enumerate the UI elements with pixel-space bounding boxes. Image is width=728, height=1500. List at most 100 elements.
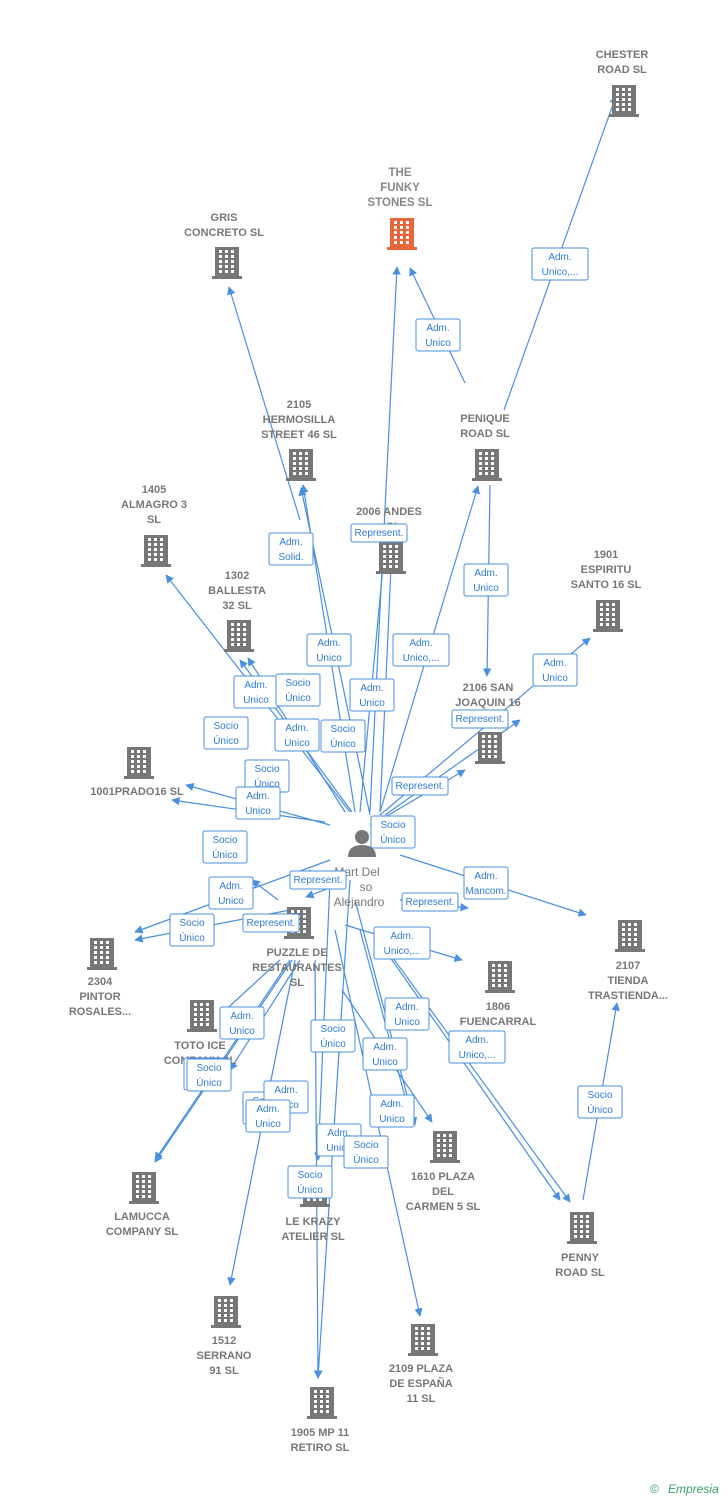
company-label[interactable]: RETIRO SL	[291, 1442, 350, 1454]
relation-label-box[interactable]: Adm.Solid.	[268, 532, 314, 566]
company-label[interactable]: 1806	[486, 1001, 510, 1013]
company-label[interactable]: 11 SL	[407, 1393, 436, 1405]
company-label[interactable]: BALLESTA	[208, 585, 266, 597]
relation-label-box[interactable]: Adm.Unico	[219, 1006, 265, 1040]
relation-label-box[interactable]: Adm.Unico	[415, 318, 461, 352]
relation-label-box[interactable]: Adm.Unico	[245, 1099, 291, 1133]
company-label[interactable]: FUNKY	[380, 182, 420, 194]
company-label[interactable]: TRASTIENDA...	[588, 990, 668, 1002]
company-label[interactable]: 2105	[287, 399, 311, 411]
company-label[interactable]: GRIS	[211, 212, 238, 224]
building-icon[interactable]	[224, 620, 254, 652]
relation-label-box[interactable]: Represent.	[242, 913, 300, 933]
person-label[interactable]: Alejandro	[334, 895, 385, 909]
company-label[interactable]: HERMOSILLA	[263, 414, 336, 426]
building-icon[interactable]	[567, 1212, 597, 1244]
company-label[interactable]: JOAQUIN 16	[455, 697, 520, 709]
relation-label-box[interactable]: Represent.	[289, 870, 347, 890]
person-icon[interactable]	[348, 830, 376, 857]
company-label[interactable]: ROAD SL	[555, 1267, 605, 1279]
building-icon[interactable]	[593, 600, 623, 632]
person-label[interactable]: so	[360, 880, 373, 894]
company-label[interactable]: PUZZLE DE	[266, 947, 327, 959]
building-icon[interactable]	[387, 218, 417, 250]
company-label[interactable]: SL	[290, 977, 304, 989]
building-icon[interactable]	[472, 449, 502, 481]
company-label[interactable]: STONES SL	[368, 197, 433, 209]
company-label[interactable]: 2006 ANDES	[356, 506, 422, 518]
company-label[interactable]: COMPANY SL	[106, 1226, 179, 1238]
company-label[interactable]: 2304	[88, 976, 113, 988]
relation-label-box[interactable]: Adm.Unico	[235, 786, 281, 820]
building-icon[interactable]	[485, 961, 515, 993]
relation-label-box[interactable]: Adm.Unico	[384, 997, 430, 1031]
relation-label-box[interactable]: Represent.	[391, 776, 449, 796]
relation-label-box[interactable]: Adm.Unico,...	[448, 1030, 506, 1064]
company-label[interactable]: 1001PRADO16 SL	[90, 786, 184, 798]
relation-label-box[interactable]: Adm.Unico	[463, 563, 509, 597]
company-label[interactable]: RESTAURANTES	[252, 962, 342, 974]
relation-label-box[interactable]: Represent.	[401, 892, 459, 912]
relation-label-box[interactable]: Adm.Unico	[362, 1037, 408, 1071]
company-label[interactable]: DEL	[432, 1186, 454, 1198]
building-icon[interactable]	[615, 920, 645, 952]
company-label[interactable]: 2107	[616, 960, 640, 972]
company-label[interactable]: DE ESPAÑA	[389, 1377, 452, 1390]
relation-label-box[interactable]: Adm.Mancom.	[463, 866, 509, 900]
company-label[interactable]: CHESTER	[596, 49, 649, 61]
company-label[interactable]: 1405	[142, 484, 166, 496]
relation-label-box[interactable]: Adm.Unico	[233, 675, 279, 709]
company-label[interactable]: CARMEN 5 SL	[406, 1201, 481, 1213]
company-label[interactable]: 2106 SAN	[463, 682, 514, 694]
relation-label-box[interactable]: Represent.	[350, 523, 408, 543]
company-label[interactable]: ALMAGRO 3	[121, 499, 187, 511]
relation-label-box[interactable]: Represent.	[451, 709, 509, 729]
relation-label-box[interactable]: Adm.Unico	[274, 718, 320, 752]
company-label[interactable]: 1302	[225, 570, 249, 582]
company-label[interactable]: STREET 46 SL	[261, 429, 337, 441]
company-label[interactable]: 2109 PLAZA	[389, 1363, 453, 1375]
relation-label-box[interactable]: Adm.Unico	[532, 653, 578, 687]
company-label[interactable]: SERRANO	[196, 1350, 251, 1362]
relation-label-box[interactable]: Adm.Unico,...	[531, 247, 589, 281]
company-label[interactable]: LAMUCCA	[114, 1211, 170, 1223]
building-icon[interactable]	[141, 535, 171, 567]
building-icon[interactable]	[609, 85, 639, 117]
building-icon[interactable]	[124, 747, 154, 779]
company-label[interactable]: THE	[389, 167, 412, 179]
relation-label-box[interactable]: Adm.Unico	[306, 633, 352, 667]
company-label[interactable]: ROSALES...	[69, 1006, 131, 1018]
relation-label-box[interactable]: Adm.Unico,...	[373, 926, 431, 960]
building-icon[interactable]	[376, 542, 406, 574]
building-icon[interactable]	[212, 247, 242, 279]
relation-label-box[interactable]: Adm.Unico	[208, 876, 254, 910]
company-label[interactable]: 32 SL	[222, 600, 252, 612]
company-label[interactable]: SL	[147, 514, 161, 526]
building-icon[interactable]	[87, 938, 117, 970]
company-label[interactable]: CONCRETO SL	[184, 227, 264, 239]
company-label[interactable]: PINTOR	[79, 991, 120, 1003]
building-icon[interactable]	[187, 1000, 217, 1032]
company-label[interactable]: ATELIER SL	[281, 1231, 345, 1243]
building-icon[interactable]	[307, 1387, 337, 1419]
company-label[interactable]: LE KRAZY	[286, 1216, 342, 1228]
company-label[interactable]: 1901	[594, 549, 618, 561]
building-icon[interactable]	[286, 449, 316, 481]
company-label[interactable]: ROAD SL	[460, 428, 510, 440]
building-icon[interactable]	[408, 1324, 438, 1356]
building-icon[interactable]	[129, 1172, 159, 1204]
company-label[interactable]: PENIQUE	[460, 413, 510, 425]
company-label[interactable]: 1512	[212, 1335, 236, 1347]
company-label[interactable]: TOTO ICE	[174, 1040, 226, 1052]
company-label[interactable]: FUENCARRAL	[460, 1016, 537, 1028]
